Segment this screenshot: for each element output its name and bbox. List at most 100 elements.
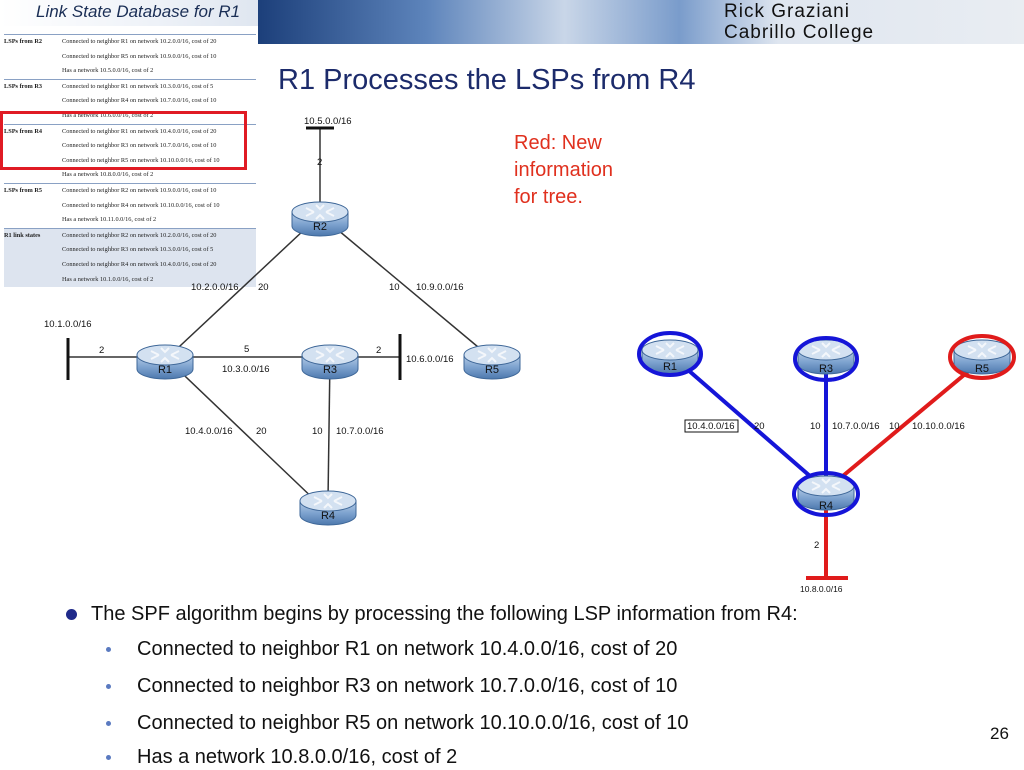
lsdb-group-r4: LSPs from R4 Connected to neighbor R1 on …: [4, 123, 256, 183]
lsdb-row: Connected to neighbor R4 on network 10.4…: [62, 260, 217, 268]
lsdb-row: Connected to neighbor R1 on network 10.3…: [62, 82, 214, 90]
lsdb-row: Has a network 10.8.0.0/16, cost of 2: [62, 171, 154, 179]
bullet-sub-text: Connected to neighbor R5 on network 10.1…: [137, 712, 689, 734]
network-bars: [66, 126, 402, 380]
net-label-10-2: 10.2.0.0/16: [191, 282, 239, 293]
net-label-10-6: 10.6.0.0/16: [406, 354, 454, 365]
network-diagram: R2 R1 R3 R5 R4 10.5.0.0/16 2 10.2.0.0/16…: [44, 116, 1016, 594]
red-note-line1: Red: New: [514, 132, 602, 154]
cost-label-r1-r3: 5: [244, 344, 249, 355]
group-label: R1 link states: [4, 231, 41, 239]
bullet-sub-text: Connected to neighbor R3 on network 10.7…: [137, 675, 678, 697]
router-label-r5: R5: [485, 364, 499, 376]
link-r3-r4: [327, 356, 331, 501]
header-banner: [258, 0, 1024, 44]
tree-ring-r5: [948, 334, 1016, 380]
group-label: LSPs from R4: [4, 127, 43, 135]
sub-bullet-dot-icon: [106, 647, 111, 652]
net-label-10-1: 10.1.0.0/16: [44, 319, 92, 330]
tree-cost-label-r4-r5: 10: [889, 421, 900, 432]
slide-title: R1 Processes the LSPs from R4: [278, 64, 696, 96]
red-note: Red: New information for tree.: [514, 130, 654, 211]
tree-ring-r4: [792, 471, 860, 517]
router-label-r1: R1: [158, 364, 172, 376]
tree-net-label-10-10: 10.10.0.0/16: [912, 421, 965, 432]
bullet-sub-4: Has a network 10.8.0.0/16, cost of 2: [66, 742, 1016, 770]
tree-cost-label-r3-r4: 10: [810, 421, 821, 432]
cost-label-r2-r5: 10: [389, 282, 400, 293]
bullet-sub-text: Connected to neighbor R1 on network 10.4…: [137, 638, 678, 660]
sub-bullet-dot-icon: [106, 721, 111, 726]
bullet-list: The SPF algorithm begins by processing t…: [66, 597, 1016, 770]
page-number: 26: [990, 724, 1009, 743]
lsdb-row: Has a network 10.1.0.0/16, cost of 2: [62, 275, 154, 283]
lsdb-row: Connected to neighbor R3 on network 10.7…: [62, 142, 217, 150]
lsdb-row: Connected to neighbor R4 on network 10.7…: [62, 97, 217, 105]
bullet-sub-2: Connected to neighbor R3 on network 10.7…: [66, 668, 1016, 705]
group-label: LSPs from R2: [4, 38, 43, 45]
tree-router-label-r4: R4: [819, 500, 833, 512]
lsdb-row: Connected to neighbor R5 on network 10.1…: [62, 156, 220, 164]
bullet-main-text: The SPF algorithm begins by processing t…: [91, 602, 798, 625]
tree-link-r4-r5: [824, 358, 984, 492]
red-note-line3: for tree.: [514, 186, 583, 208]
net-label-10-7: 10.7.0.0/16: [336, 426, 384, 437]
sub-bullet-dot-icon: [106, 755, 111, 760]
cost-label-r2-n5: 2: [317, 157, 322, 168]
net-label-10-4: 10.4.0.0/16: [185, 426, 233, 437]
banner-name-line1: Rick Graziani: [724, 1, 850, 22]
cost-label-r1-n1: 2: [99, 345, 104, 356]
net-label-10-5: 10.5.0.0/16: [304, 116, 352, 127]
tree-cost-label-r4-n8: 2: [814, 540, 819, 551]
tree-net-label-10-7: 10.7.0.0/16: [832, 421, 880, 432]
bullet-sub-1: Connected to neighbor R1 on network 10.4…: [66, 631, 1016, 668]
group-label: LSPs from R3: [4, 82, 43, 90]
net-label-10-9: 10.9.0.0/16: [416, 282, 464, 293]
lsdb-row: Connected to neighbor R2 on network 10.9…: [62, 186, 217, 194]
lsdb-table: LSPs from R2 Connected to neighbor R1 on …: [4, 34, 256, 288]
link-r2-r5: [319, 214, 491, 358]
lsdb-row: Connected to neighbor R4 on network 10.1…: [62, 201, 220, 209]
router-label-r4: R4: [321, 510, 335, 522]
bullet-main: The SPF algorithm begins by processing t…: [66, 597, 1016, 631]
lsdb-row: Connected to neighbor R1 on network 10.2…: [62, 38, 217, 45]
lsdb-title: Link State Database for R1: [36, 2, 241, 21]
bullet-sub-3: Connected to neighbor R5 on network 10.1…: [66, 705, 1016, 742]
link-r1-r2: [164, 214, 321, 361]
lsdb-row: Connected to neighbor R3 on network 10.3…: [62, 246, 214, 254]
bullet-sub-text: Has a network 10.8.0.0/16, cost of 2: [137, 746, 458, 768]
tree-router-label-r1: R1: [663, 361, 677, 373]
tree-router-label-r5: R5: [975, 363, 989, 375]
banner-name-line2: Cabrillo College: [724, 22, 875, 43]
tree-link-r1-r4: [670, 354, 828, 492]
lsdb-group-r1-link-states: R1 link states Connected to neighbor R2 o…: [4, 227, 256, 288]
red-note-line2: information: [514, 159, 613, 181]
spf-tree: R1 R3 R5 R4 10.4.0.0/16 20 10 10.7.0.0/1…: [637, 331, 1016, 594]
tree-net-box-10-4: [684, 419, 739, 433]
router-label-r3: R3: [323, 364, 337, 376]
tree-router-label-r3: R3: [819, 363, 833, 375]
cost-label-r1-r4: 20: [256, 426, 267, 437]
lsdb-row: Has a network 10.6.0.0/16, cost of 2: [62, 111, 154, 119]
lsdb-group-r2: LSPs from R2 Connected to neighbor R1 on …: [4, 34, 256, 79]
tree-net-label-10-8: 10.8.0.0/16: [800, 584, 843, 594]
cost-label-r1-r2: 20: [258, 282, 269, 293]
lsdb-group-r3: LSPs from R3 Connected to neighbor R1 on …: [4, 78, 256, 124]
lsdb-row: Has a network 10.11.0.0/16, cost of 2: [62, 216, 157, 224]
sub-bullet-dot-icon: [106, 684, 111, 689]
cost-label-r3-n6: 2: [376, 345, 381, 356]
cost-label-r3-r4: 10: [312, 426, 323, 437]
lsdb-row: Connected to neighbor R2 on network 10.2…: [62, 231, 217, 239]
link-r1-r4: [164, 356, 321, 506]
net-label-10-3: 10.3.0.0/16: [222, 364, 270, 375]
tree-ring-r3: [793, 336, 859, 382]
bullet-dot-icon: [66, 608, 77, 620]
lsdb-row: Connected to neighbor R5 on network 10.9…: [62, 52, 217, 60]
tree-net-label-10-4: 10.4.0.0/16: [687, 421, 735, 432]
tree-cost-label-r1-r4: 20: [754, 421, 765, 432]
lsdb-row: Connected to neighbor R1 on network 10.4…: [62, 127, 217, 135]
router-label-r2: R2: [313, 221, 327, 233]
tree-ring-r1: [637, 331, 703, 377]
r4-lsp-highlight-box: [0, 111, 247, 170]
lsdb-row: Has a network 10.5.0.0/16, cost of 2: [62, 67, 154, 75]
